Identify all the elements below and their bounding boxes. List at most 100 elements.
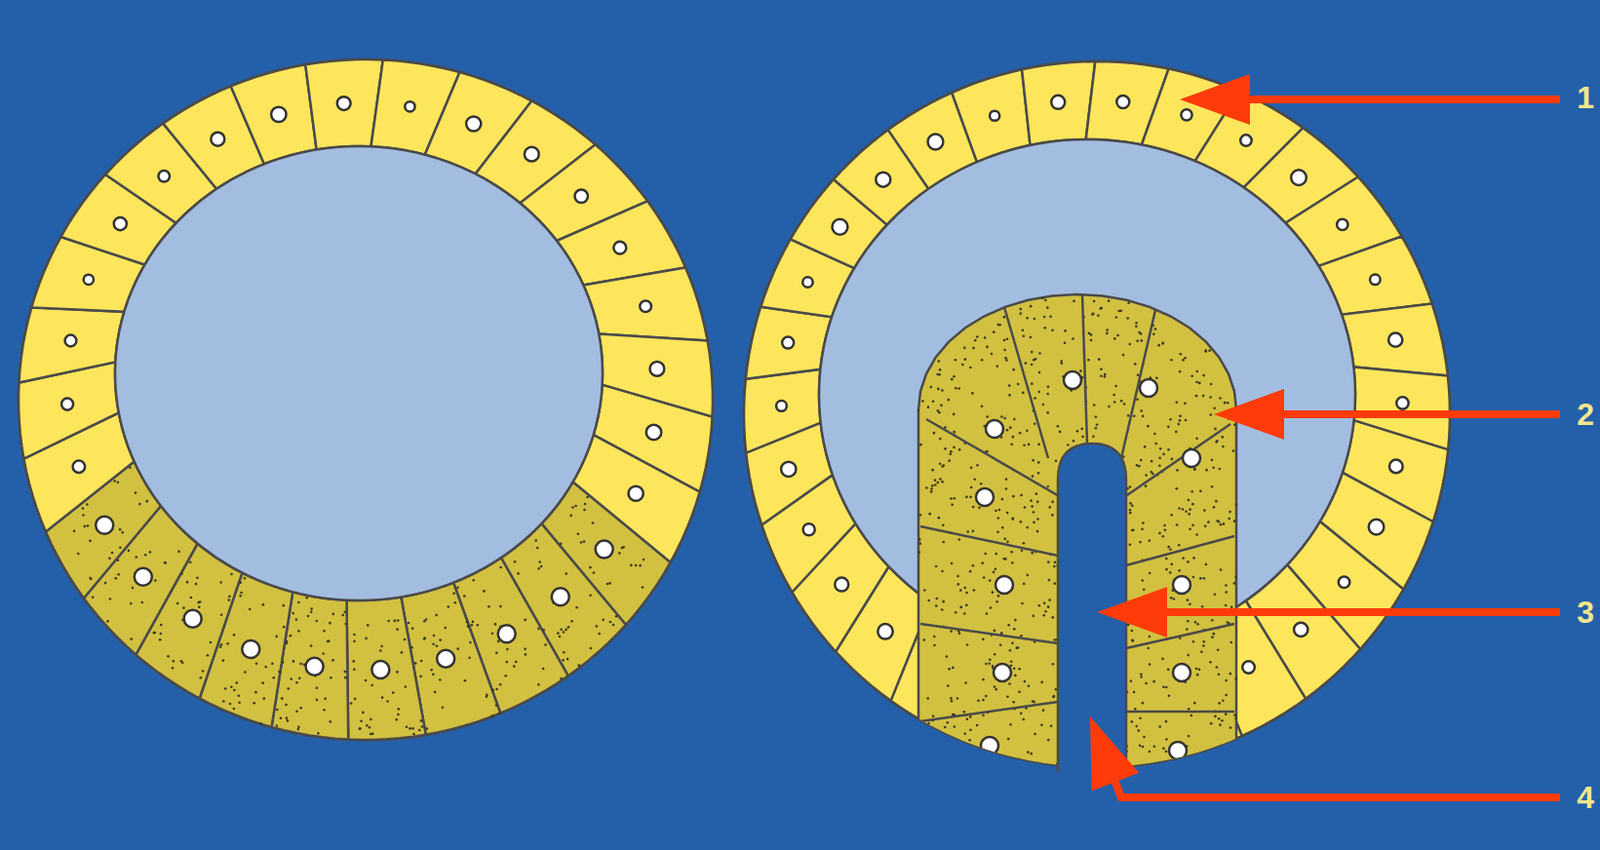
- yolk-dot: [466, 621, 469, 625]
- yolk-dot: [1169, 571, 1172, 575]
- yolk-dot: [235, 681, 239, 685]
- yolk-dot: [1214, 440, 1218, 444]
- yolk-dot: [958, 448, 962, 452]
- yolk-dot: [1033, 396, 1037, 400]
- yolk-dot: [1053, 565, 1056, 569]
- yolk-dot: [1079, 369, 1083, 373]
- yolk-dot: [438, 678, 442, 682]
- yolk-dot: [1072, 439, 1076, 443]
- yolk-dot: [236, 694, 240, 698]
- yolk-dot: [944, 777, 948, 781]
- yolk-dot: [350, 702, 353, 705]
- yolk-dot: [248, 608, 252, 612]
- nucleus: [574, 190, 588, 204]
- cell-wall: [926, 419, 1061, 498]
- yolk-dot: [537, 627, 541, 631]
- yolk-dot: [923, 588, 927, 592]
- nucleus: [1240, 134, 1251, 146]
- yolk-dot: [345, 623, 349, 626]
- yolk-dot: [295, 709, 299, 713]
- yolk-dot: [996, 364, 1000, 368]
- yolk-dot: [412, 733, 416, 737]
- yolk-dot: [495, 688, 499, 692]
- yolk-dot: [145, 500, 149, 504]
- yolk-dot: [1050, 724, 1054, 728]
- yolk-dot: [219, 645, 223, 649]
- yolk-dot: [1123, 402, 1127, 406]
- yolk-dot: [512, 664, 516, 668]
- nucleus: [306, 658, 324, 676]
- yolk-dot: [981, 713, 985, 717]
- yolk-dot: [936, 388, 940, 391]
- yolk-dot: [327, 640, 331, 644]
- yolk-dot: [919, 513, 923, 517]
- yolk-dot: [117, 558, 120, 562]
- yolk-dot: [1224, 604, 1228, 608]
- yolk-dot: [994, 509, 998, 513]
- yolk-dot: [1140, 339, 1144, 343]
- yolk-dot: [435, 644, 439, 648]
- yolk-dot: [1200, 650, 1204, 654]
- yolk-dot: [537, 567, 541, 571]
- yolk-dot: [316, 732, 320, 736]
- yolk-dot: [1141, 702, 1145, 705]
- yolk-dot: [1193, 468, 1197, 471]
- yolk-dot: [1059, 359, 1063, 363]
- yolk-dot: [425, 618, 429, 622]
- yolk-dot: [310, 611, 313, 615]
- yolk-dot: [1139, 459, 1143, 463]
- yolk-dot: [352, 667, 356, 671]
- yolk-dot: [289, 634, 293, 638]
- yolk-dot: [988, 579, 992, 583]
- yolk-dot: [1016, 383, 1020, 387]
- yolk-dot: [946, 684, 950, 688]
- leader-lines: [1090, 74, 1561, 798]
- yolk-dot: [1188, 603, 1192, 607]
- yolk-dot: [1195, 757, 1199, 761]
- yolk-dot: [149, 550, 153, 554]
- yolk-dot: [928, 512, 932, 516]
- yolk-dot: [1165, 686, 1169, 690]
- yolk-dot: [1136, 373, 1140, 377]
- yolk-dot: [1071, 337, 1075, 341]
- yolk-dot: [1139, 332, 1143, 336]
- yolk-dot: [981, 699, 985, 703]
- yolk-dot: [464, 679, 468, 683]
- yolk-dot: [961, 363, 965, 367]
- yolk-dot: [392, 620, 396, 624]
- yolk-dot: [1032, 701, 1036, 704]
- yolk-dot: [981, 638, 985, 642]
- yolk-dot: [970, 486, 974, 490]
- yolk-dot: [243, 577, 247, 581]
- yolk-dot: [1203, 508, 1207, 512]
- cell: [18, 307, 124, 383]
- yolk-dot: [928, 730, 932, 734]
- nucleus: [875, 172, 891, 188]
- blastula-wall: [18, 59, 713, 741]
- yolk-dot: [574, 505, 578, 508]
- yolk-dot: [452, 591, 456, 595]
- cell-wall: [1126, 710, 1235, 714]
- yolk-dot: [1198, 382, 1202, 386]
- yolk-dot: [1190, 374, 1194, 378]
- yolk-dot: [282, 625, 286, 629]
- yolk-dot: [344, 670, 348, 674]
- yolk-dot: [1006, 695, 1010, 699]
- yolk-dot: [1177, 423, 1181, 427]
- yolk-dot: [1012, 701, 1015, 704]
- yolk-dot: [606, 583, 610, 586]
- yolk-dot: [1229, 767, 1233, 771]
- cell-wall: [1004, 307, 1049, 459]
- yolk-dot: [307, 615, 311, 619]
- yolk-dot: [88, 577, 92, 581]
- yolk-dot: [952, 446, 956, 450]
- yolk-dot: [1162, 685, 1166, 689]
- yolk-dot: [1216, 648, 1220, 652]
- yolk-dot: [196, 601, 200, 605]
- yolk-dot: [1038, 604, 1042, 608]
- yolk-dot: [1153, 432, 1157, 436]
- yolk-dot: [963, 612, 967, 616]
- yolk-dot: [1117, 310, 1121, 313]
- yolk-dot: [381, 696, 385, 700]
- yolk-dot: [940, 570, 944, 574]
